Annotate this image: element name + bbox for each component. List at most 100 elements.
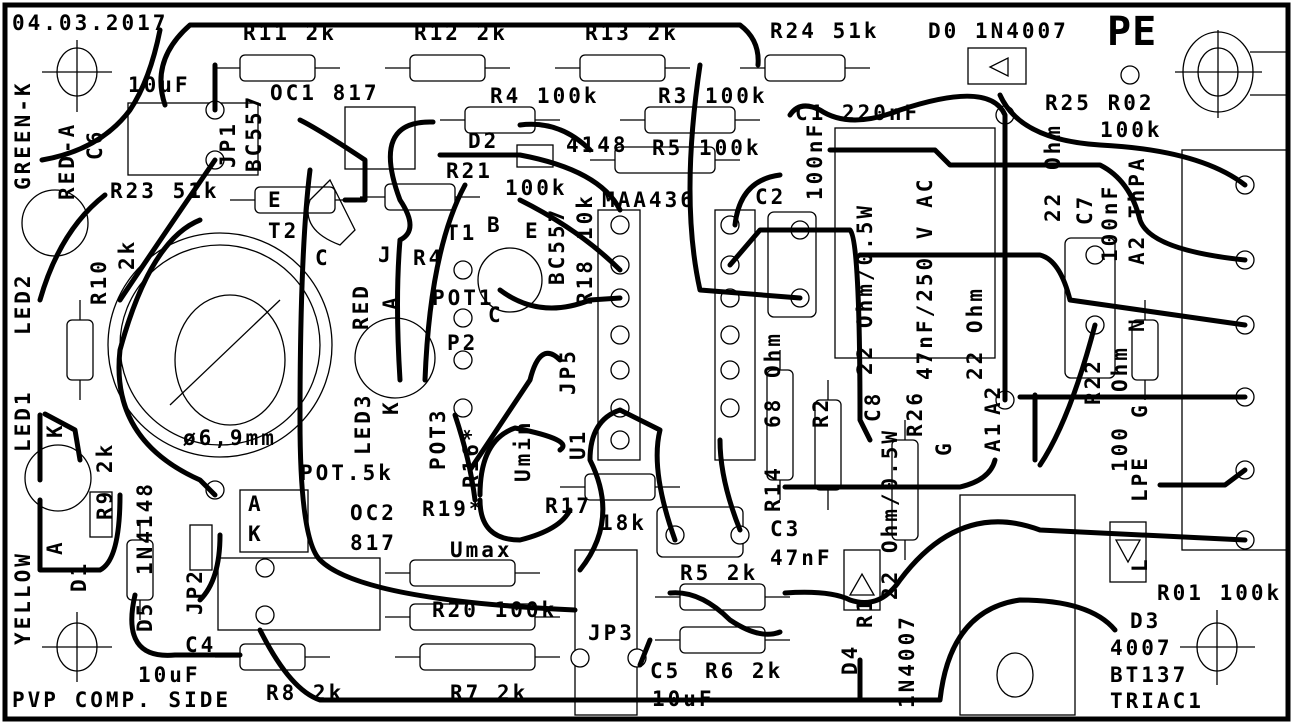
potentiometer-body — [107, 232, 333, 458]
label-c8: C8 — [861, 391, 885, 422]
label-r10-value: 2k — [115, 239, 139, 270]
label-r1: R1 — [853, 597, 877, 628]
resistor — [385, 603, 560, 631]
optocoupler-oc1 — [344, 106, 416, 170]
label-cx: 47nF/250 V AC — [913, 177, 937, 380]
label-d4-value: 1N4007 — [895, 614, 919, 708]
pot-arrow-icon — [169, 299, 281, 406]
label-led1-k: K — [43, 422, 67, 438]
mounting-hole-icon — [42, 612, 112, 682]
label-jp2: JP2 — [183, 568, 207, 615]
label-r25-power: 22 Ohm/0.5W — [853, 203, 877, 375]
label-bc557-t2: BC557 — [242, 94, 266, 172]
label-jp1: JP1 — [216, 121, 240, 168]
label-c3-value: 47nF — [770, 546, 833, 570]
label-r13: R13 2k — [585, 21, 679, 45]
label-u1: U1 — [566, 429, 590, 460]
transistor-t1 — [477, 247, 543, 313]
ic-maa436-right — [714, 209, 756, 461]
label-j: J — [378, 243, 394, 267]
resistor — [891, 420, 919, 560]
label-pe: PE — [1107, 9, 1157, 55]
resistor — [555, 54, 690, 82]
label-r16: R16* — [459, 425, 483, 488]
label-r23: R23 51k — [110, 179, 220, 203]
pad — [453, 398, 473, 418]
diode-d4 — [843, 549, 881, 611]
label-red-a: RED-A — [55, 122, 79, 200]
label-oc1: OC1 817 — [270, 81, 380, 105]
label-pot1: POT1 — [432, 286, 495, 310]
label-n: N — [1125, 316, 1149, 332]
label-t1: T1 — [446, 221, 477, 245]
label-t2-c: C — [315, 246, 331, 270]
label-r17-value: 18k — [600, 511, 647, 535]
resistor — [126, 520, 154, 620]
pad — [255, 558, 275, 578]
label-d3: D3 — [1130, 609, 1161, 633]
board-side-label: PVP COMP. SIDE — [12, 688, 231, 712]
label-r17: R17 — [545, 494, 592, 518]
resistor — [66, 300, 94, 400]
label-c4-value: 10uF — [138, 663, 201, 687]
pad — [255, 605, 275, 625]
label-pot-5k: POT.5k — [300, 461, 394, 485]
label-d1-a: A — [43, 539, 67, 555]
label-r20: R20 100k — [432, 598, 557, 622]
mounting-hole-icon — [42, 40, 112, 112]
label-r4b: R4 — [413, 246, 444, 270]
pad — [1085, 245, 1105, 265]
label-jp5: JP5 — [556, 348, 580, 395]
label-r4: R4 100k — [490, 84, 600, 108]
resistor — [385, 54, 510, 82]
pad — [720, 325, 740, 345]
label-r8: R8 2k — [266, 681, 344, 705]
label-a1: A1 — [981, 421, 1005, 452]
label-terminal-lpe: LPE — [1128, 455, 1152, 502]
label-r5-bottom: R5 2k — [680, 561, 758, 585]
pad — [720, 360, 740, 380]
label-green-k: GREEN-K — [11, 80, 35, 190]
label-r01: R01 100k — [1157, 581, 1282, 605]
label-r14-68: 68 — [761, 397, 785, 428]
label-a2-thpa: A2 ThPA — [1125, 155, 1149, 265]
label-oc2: OC2 — [350, 501, 397, 525]
label-oc2-value: 817 — [350, 531, 397, 555]
label-r2: R2 — [809, 397, 833, 428]
label-umin: Umin — [511, 419, 535, 482]
capacitor-c6-outline — [127, 102, 259, 176]
label-r22-100: 100 — [1108, 425, 1132, 472]
label-c5: C5 — [650, 659, 681, 683]
jumper-jp2-area — [217, 557, 381, 631]
mounting-hole-icon — [1180, 610, 1255, 685]
label-red: RED — [349, 283, 373, 330]
label-c2: C2 — [755, 185, 786, 209]
mounting-holes — [42, 30, 1288, 685]
resistor — [215, 54, 340, 82]
resistor — [230, 186, 360, 214]
label-led1: LED1 — [11, 389, 35, 452]
label-a2: A2 — [981, 384, 1005, 415]
label-c1: C1 220nF — [795, 101, 920, 125]
label-r11: R11 2k — [243, 21, 337, 45]
label-umax: Umax — [450, 538, 513, 562]
label-d5-value: 1N4148 — [133, 481, 157, 575]
resistor — [1131, 300, 1159, 400]
label-r22: R22 — [1081, 358, 1105, 405]
label-pot-diameter: ø6,9mm — [183, 426, 277, 450]
pad — [610, 255, 630, 275]
label-d0: D0 1N4007 — [928, 19, 1069, 43]
pad — [610, 325, 630, 345]
label-d4: D4 — [838, 644, 862, 675]
label-d1: D1 — [67, 561, 91, 592]
pad — [610, 430, 630, 450]
label-triac1: TRIAC1 — [1110, 689, 1204, 713]
resistor — [385, 559, 540, 587]
label-bc557-t1: BC557 — [545, 207, 569, 285]
label-c1-cap: 100nF — [803, 122, 827, 200]
label-r18-value: 10k — [573, 193, 597, 240]
label-r21-value: 100k — [505, 176, 568, 200]
label-r9: R9 2k — [93, 442, 117, 520]
label-r26: R26 — [903, 390, 927, 437]
